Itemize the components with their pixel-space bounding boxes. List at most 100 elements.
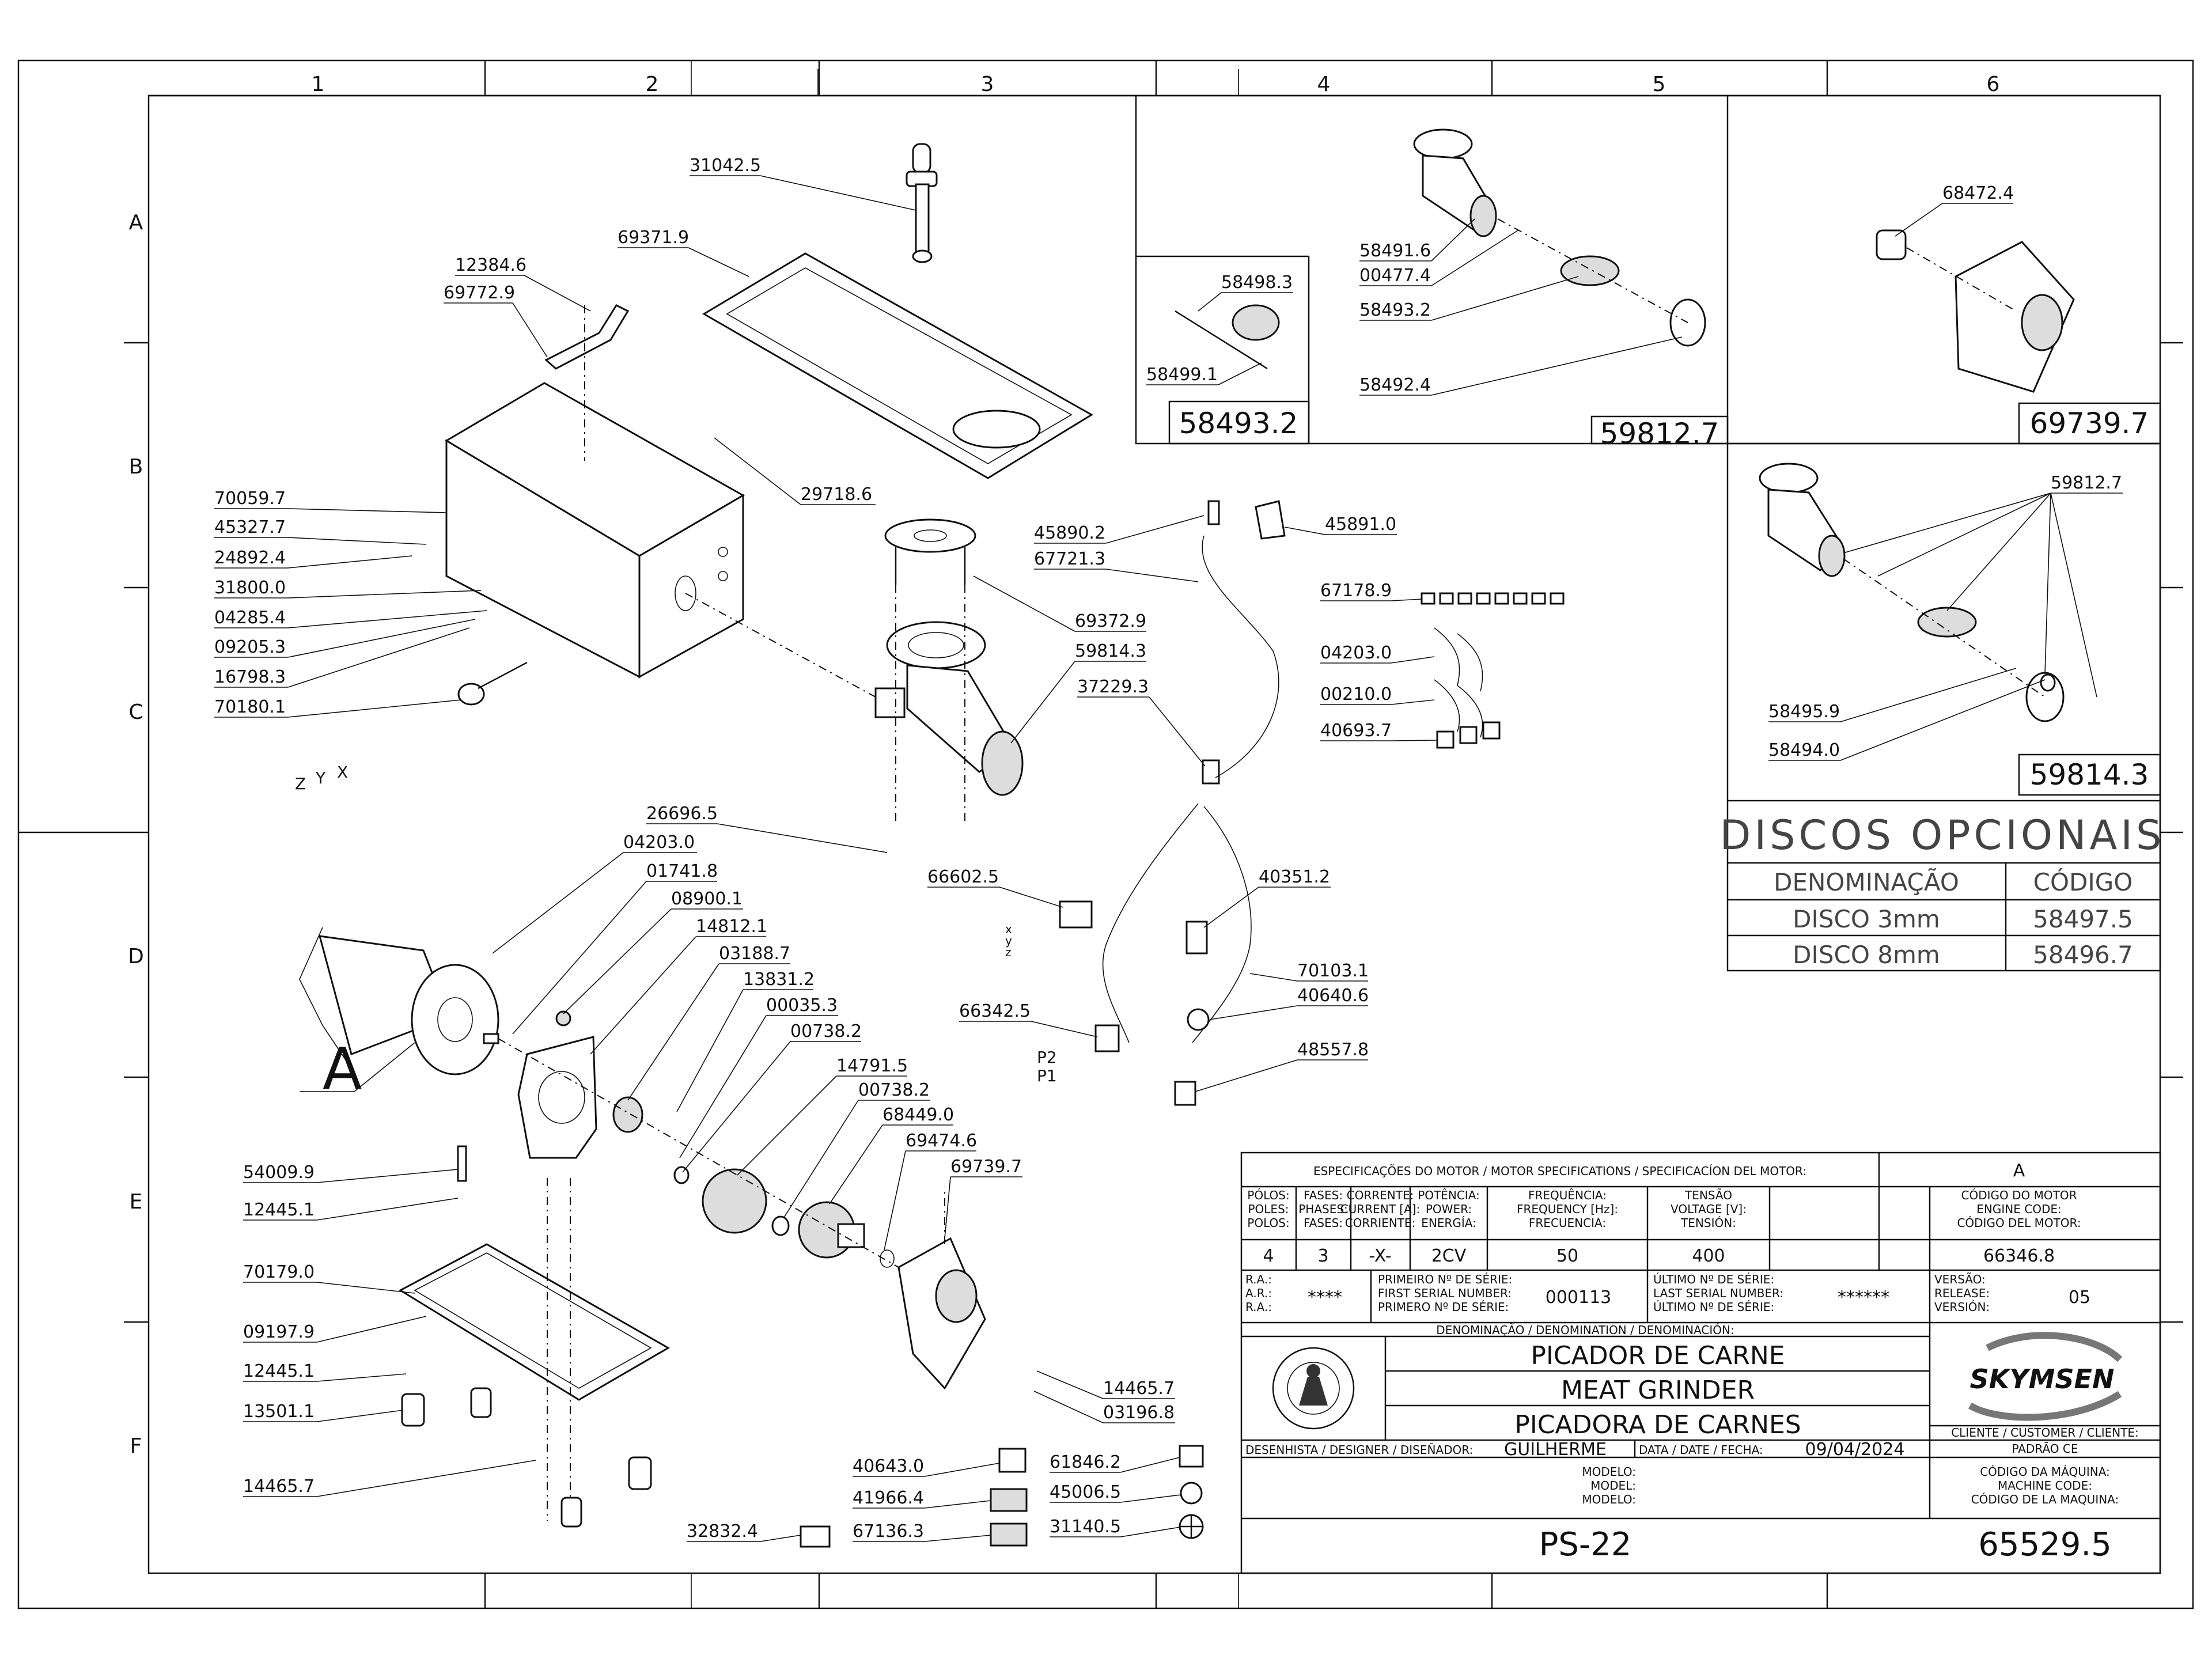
spec-header: VOLTAGE [V]: xyxy=(1671,1202,1747,1216)
model-label: MODEL: xyxy=(1590,1479,1636,1493)
callout-label: 48557.8 xyxy=(1297,1040,1369,1060)
optional-disc-row-name: DISCO 8mm xyxy=(1793,941,1940,969)
spec-header: PÓLOS: xyxy=(1247,1188,1289,1202)
designer-value: GUILHERME xyxy=(1504,1440,1607,1460)
wire-label-p2: P2 xyxy=(1037,1048,1057,1067)
bolt-part xyxy=(457,1145,467,1182)
ra-label: A.R.: xyxy=(1245,1286,1272,1300)
callout-label: 58494.0 xyxy=(1768,740,1840,760)
callout-label: 58498.3 xyxy=(1221,272,1293,293)
spec-header: FASES: xyxy=(1304,1216,1343,1230)
callout-label: 13501.1 xyxy=(243,1402,315,1422)
callout-label: 14465.7 xyxy=(243,1476,315,1497)
last-serial-label: ÚLTIMO Nº DE SÉRIE: xyxy=(1653,1272,1774,1286)
callout-label: 03188.7 xyxy=(719,944,790,964)
callout-label: 45890.2 xyxy=(1034,523,1105,543)
callout-label: 67178.9 xyxy=(1320,581,1392,601)
callout-label: 54009.9 xyxy=(243,1162,315,1183)
callout-label: 40693.7 xyxy=(1320,721,1392,741)
callout-label: 41966.4 xyxy=(853,1488,924,1508)
grid-row-e: E xyxy=(130,1190,143,1214)
grid-column-labels: 1 2 3 4 5 6 xyxy=(312,73,2000,96)
spec-header: FRECUENCIA: xyxy=(1529,1216,1606,1230)
rating-plate-icon xyxy=(990,1488,1028,1512)
spec-value-current: -X- xyxy=(1369,1246,1391,1266)
grid-col-2: 2 xyxy=(646,73,659,96)
callout-label: 70059.7 xyxy=(214,488,286,509)
callout-label: 61846.2 xyxy=(1050,1452,1121,1472)
callout-label: 26696.5 xyxy=(646,804,718,824)
callout-label: 04203.0 xyxy=(623,832,695,853)
callout-label: 31140.5 xyxy=(1050,1517,1121,1537)
callout-label: 12445.1 xyxy=(243,1361,315,1381)
callout-label: 68449.0 xyxy=(882,1105,954,1125)
callout-label: 12384.6 xyxy=(455,255,527,275)
base-plate-part xyxy=(398,1243,671,1401)
callout-label: 31042.5 xyxy=(690,156,761,176)
callout-label: 40351.2 xyxy=(1259,867,1330,887)
feet-parts xyxy=(401,1387,652,1528)
name-pt: PICADOR DE CARNE xyxy=(1531,1341,1785,1370)
spec-header: POLES: xyxy=(1248,1202,1289,1216)
callout-label: 58499.1 xyxy=(1146,365,1218,385)
callout-label: 66342.5 xyxy=(959,1001,1031,1021)
callout-label: 58491.6 xyxy=(1359,241,1431,261)
last-serial-label: ÚLTIMO Nº DE SÉRIE: xyxy=(1653,1300,1774,1314)
inset-3-code: 69739.7 xyxy=(2030,407,2149,440)
inset-1-auger xyxy=(1175,304,1280,370)
earth-symbol-icon xyxy=(1180,1482,1203,1505)
manual-icon xyxy=(800,1525,831,1548)
ra-label: R.A.: xyxy=(1245,1272,1272,1286)
callout-label: 69739.7 xyxy=(950,1157,1022,1177)
grid-col-3: 3 xyxy=(981,73,994,96)
wire-labels: Z Y X P2 P1 x y z xyxy=(295,763,1057,1085)
callout-label: 69772.9 xyxy=(444,283,515,303)
callout-label: 14812.1 xyxy=(696,916,767,937)
callout-label: 37229.3 xyxy=(1077,677,1149,697)
callout-label: 00738.2 xyxy=(790,1021,862,1041)
callout-label: 40643.0 xyxy=(853,1456,924,1476)
first-serial-label: FIRST SERIAL NUMBER: xyxy=(1378,1286,1512,1300)
grid-col-4: 4 xyxy=(1317,73,1331,96)
first-serial-label: PRIMERO Nº DE SÉRIE: xyxy=(1378,1300,1509,1314)
client-value: PADRÃO CE xyxy=(2012,1442,2078,1456)
wire-label-x-small: x xyxy=(1005,922,1012,936)
label-sticker-icon xyxy=(998,1448,1027,1473)
date-label: DATA / DATE / FECHA: xyxy=(1639,1443,1763,1457)
last-serial-label: LAST SERIAL NUMBER: xyxy=(1653,1286,1783,1300)
callout-label: 00477.4 xyxy=(1359,266,1431,286)
date-value: 09/04/2024 xyxy=(1805,1440,1905,1460)
machine-code-label: CÓDIGO DE LA MAQUINA: xyxy=(1971,1493,2119,1506)
optional-discs-table: DISCOS OPCIONAIS DENOMINAÇÃO CÓDIGO DISC… xyxy=(1720,800,2161,971)
optional-discs-header-name: DENOMINAÇÃO xyxy=(1774,868,1959,896)
wire-label-z-small: z xyxy=(1005,945,1012,959)
spec-value-poles: 4 xyxy=(1263,1246,1274,1266)
model-label: MODELO: xyxy=(1582,1493,1636,1506)
callout-label: 29718.6 xyxy=(801,484,872,505)
first-serial-value: 000113 xyxy=(1546,1287,1612,1308)
grid-row-a: A xyxy=(129,211,143,234)
grid-col-5: 5 xyxy=(1653,73,1666,96)
spec-value-power: 2CV xyxy=(1431,1246,1467,1266)
optional-disc-row-code: 58496.7 xyxy=(2033,941,2133,969)
last-serial-value: ****** xyxy=(1838,1287,1889,1308)
wire-label-z: Z xyxy=(295,774,306,793)
grinder-head-part xyxy=(874,621,1024,796)
view-a-label: A xyxy=(323,1035,362,1103)
pusher-part xyxy=(906,143,938,263)
wire-label-p1: P1 xyxy=(1037,1066,1057,1085)
spec-header: CÓDIGO DO MOTOR xyxy=(1961,1188,2077,1202)
tray-part xyxy=(702,252,1093,479)
denomination-label: DENOMINAÇÃO / DENOMINATION / DENOMINACIÓ… xyxy=(1436,1323,1734,1337)
callout-label: 04203.0 xyxy=(1320,643,1392,663)
inset-4-head xyxy=(1759,463,2065,722)
inset-2-code: 59812.7 xyxy=(1600,417,1719,450)
authorized-service-seal xyxy=(1272,1347,1355,1430)
grid-row-c: C xyxy=(128,700,143,724)
spec-header: TENSIÓN: xyxy=(1680,1216,1736,1230)
model-label: MODELO: xyxy=(1582,1465,1636,1479)
callout-label: 12445.1 xyxy=(243,1200,315,1220)
spec-header: POWER: xyxy=(1426,1202,1472,1216)
callout-label: 32832.4 xyxy=(687,1521,758,1541)
